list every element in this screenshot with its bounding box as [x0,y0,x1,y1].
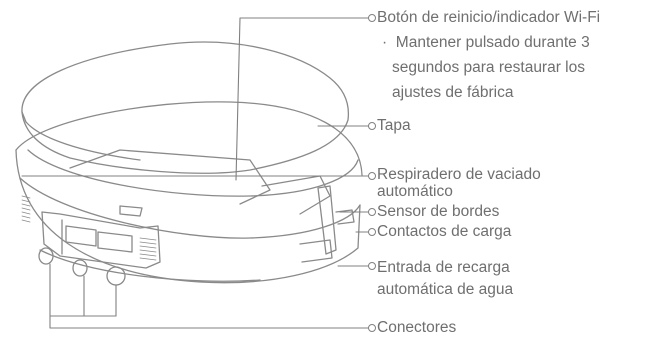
label-lid: Tapa [377,117,411,134]
label-reset-button: Botón de reinicio/indicador Wi-Fi [377,9,600,27]
label-connectors: Conectores [377,319,457,336]
robot-body [15,101,363,286]
callout-dot [368,122,376,130]
vent-line1: Respiradero de vaciado [377,166,541,183]
water-inlet-line2: automática de agua [377,281,514,298]
label-edge-sensor: Sensor de bordes [377,203,500,220]
callout-dot [368,172,376,180]
vent-line2: automático [377,183,453,200]
callout-dot [368,262,376,270]
label-water-inlet: Entrada de recarga automática de agua [377,257,513,301]
water-inlet-line1: Entrada de recarga [377,259,510,276]
label-vent: Respiradero de vaciado automático [377,166,541,200]
reset-button-title: Botón de reinicio/indicador Wi-Fi [377,9,601,26]
reset-note-line1: · Mantener pulsado durante 3 [382,34,590,51]
callout-dot [368,324,376,332]
label-reset-note: · Mantener pulsado durante 3 segundos pa… [382,30,590,105]
reset-note-line3: ajustes de fábrica [392,84,514,101]
callout-dot [368,208,376,216]
reset-note-line2: segundos para restaurar los [392,59,586,76]
callout-dot [368,228,376,236]
label-charging-contacts: Contactos de carga [377,223,512,240]
callout-dot [368,14,376,22]
lid-illustration [21,41,350,174]
